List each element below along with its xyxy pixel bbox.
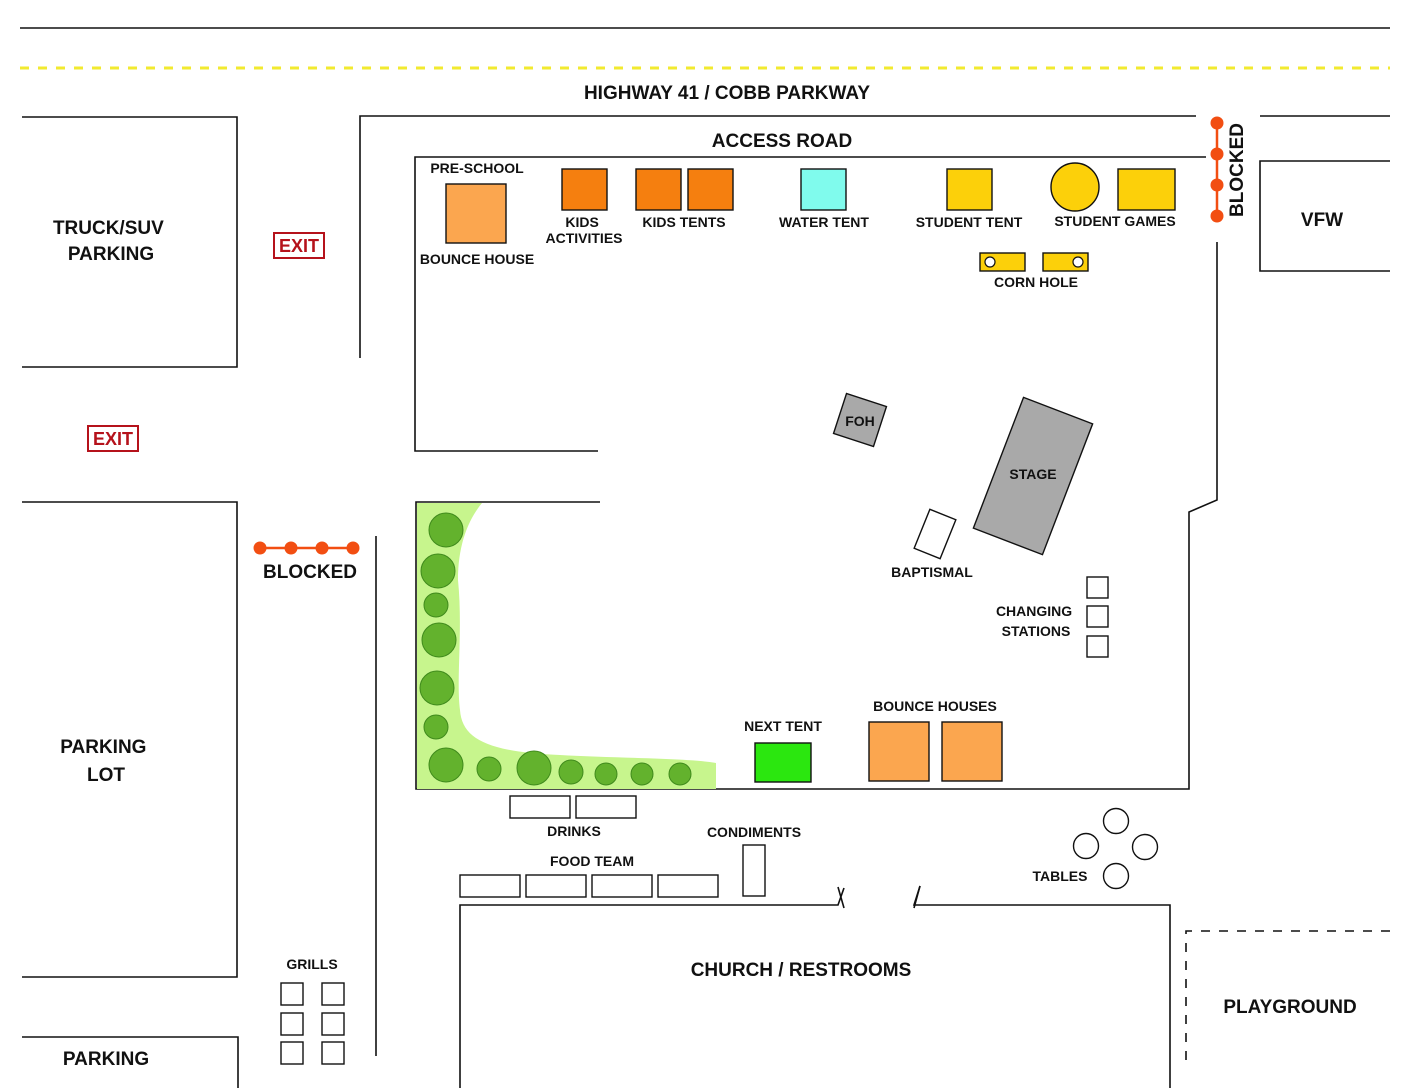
student-tent-label: STUDENT TENT — [916, 214, 1023, 230]
blocked-marker-right — [1210, 116, 1224, 223]
access-road-label: ACCESS ROAD — [712, 131, 852, 152]
changing-stations-label: CHANGING STATIONS — [996, 603, 1076, 639]
grill-4 — [321, 1012, 345, 1036]
playground-outline — [1185, 930, 1390, 1060]
bounce-house-tile — [445, 183, 507, 244]
tree-row — [419, 512, 692, 786]
blocked-label-left: BLOCKED — [263, 562, 357, 583]
changing-station-1 — [1086, 576, 1109, 599]
church-outline-right — [912, 885, 1171, 1088]
blocked-label-right: BLOCKED — [1227, 123, 1248, 217]
round-table-3 — [1131, 833, 1159, 861]
svg-text:EXIT: EXIT — [93, 429, 133, 449]
changing-station-2 — [1086, 605, 1109, 628]
water-tent-label: WATER TENT — [779, 214, 869, 230]
foh-label: FOH — [845, 413, 875, 429]
church-outline-left — [459, 887, 845, 1088]
foh-booth — [832, 392, 888, 448]
tables-label: TABLES — [1033, 868, 1088, 884]
grill-6 — [321, 1041, 345, 1065]
lawn-area — [417, 503, 716, 789]
condiments-label: CONDIMENTS — [707, 824, 801, 840]
playground-label: PLAYGROUND — [1223, 997, 1356, 1018]
drinks-table-2 — [575, 795, 637, 819]
pre-school-label: PRE-SCHOOL — [430, 160, 524, 176]
food-team-label: FOOD TEAM — [550, 853, 634, 869]
church-label: CHURCH / RESTROOMS — [691, 960, 912, 981]
grill-3 — [280, 1012, 304, 1036]
student-tent — [946, 168, 993, 211]
kids-tent-1 — [635, 168, 682, 211]
water-tent — [800, 168, 847, 211]
parking-lot-outline — [22, 501, 238, 978]
stage-label: STAGE — [1009, 466, 1056, 482]
condiments-table — [742, 844, 766, 897]
food-team-table-2 — [525, 874, 587, 898]
highway-label: HIGHWAY 41 / COBB PARKWAY — [584, 83, 870, 104]
parking-lot-label: PARKING LOT — [60, 737, 152, 786]
food-team-table-4 — [657, 874, 719, 898]
truck-suv-parking-label: TRUCK/SUV PARKING — [53, 218, 169, 265]
bounce-houses-label: BOUNCE HOUSES — [873, 698, 997, 714]
round-table-4 — [1102, 862, 1130, 890]
grills-label: GRILLS — [286, 956, 337, 972]
church-door-left — [837, 886, 845, 909]
bounce-house-tile-2 — [941, 721, 1003, 782]
round-table-1 — [1102, 807, 1130, 835]
corn-hole-board-2 — [1042, 252, 1089, 272]
next-tent-label: NEXT TENT — [744, 718, 822, 734]
round-table-2 — [1072, 832, 1100, 860]
kids-tents-label: KIDS TENTS — [642, 214, 725, 230]
svg-text:EXIT: EXIT — [279, 236, 319, 256]
food-team-table-3 — [591, 874, 653, 898]
grill-1 — [280, 982, 304, 1006]
kids-activities-tent — [561, 168, 608, 211]
bounce-house-tile-1 — [868, 721, 930, 782]
grill-5 — [280, 1041, 304, 1065]
student-games-circle — [1050, 162, 1100, 212]
exit-sign-top: EXIT — [273, 232, 325, 259]
access-road-outline — [359, 115, 1196, 358]
parking-bottom-label: PARKING — [63, 1049, 149, 1070]
food-team-table-1 — [459, 874, 521, 898]
grill-2 — [321, 982, 345, 1006]
field-outline-bottom — [415, 242, 1218, 790]
field-outline-top — [414, 156, 1206, 452]
corn-hole-label: CORN HOLE — [994, 274, 1078, 290]
drinks-label: DRINKS — [547, 823, 601, 839]
student-games-label: STUDENT GAMES — [1054, 213, 1175, 229]
student-games-tent — [1117, 168, 1176, 211]
stage — [972, 396, 1094, 556]
changing-station-3 — [1086, 635, 1109, 658]
next-tent — [754, 742, 812, 783]
drinks-table-1 — [509, 795, 571, 819]
kids-tent-2 — [687, 168, 734, 211]
baptismal-label: BAPTISMAL — [891, 564, 973, 580]
kids-activities-label: KIDS ACTIVITIES — [545, 214, 622, 246]
church-door-right — [913, 885, 921, 909]
truck-suv-parking-outline — [22, 116, 238, 368]
parking-bottom-outline — [22, 1036, 239, 1088]
blocked-marker-left — [253, 541, 360, 555]
baptismal-pool — [913, 508, 957, 560]
corn-hole-board-1 — [979, 252, 1026, 272]
vfw-outline — [1259, 160, 1390, 272]
exit-sign-left: EXIT — [87, 425, 139, 452]
vfw-label: VFW — [1301, 210, 1343, 231]
bounce-house-label: BOUNCE HOUSE — [420, 251, 534, 267]
